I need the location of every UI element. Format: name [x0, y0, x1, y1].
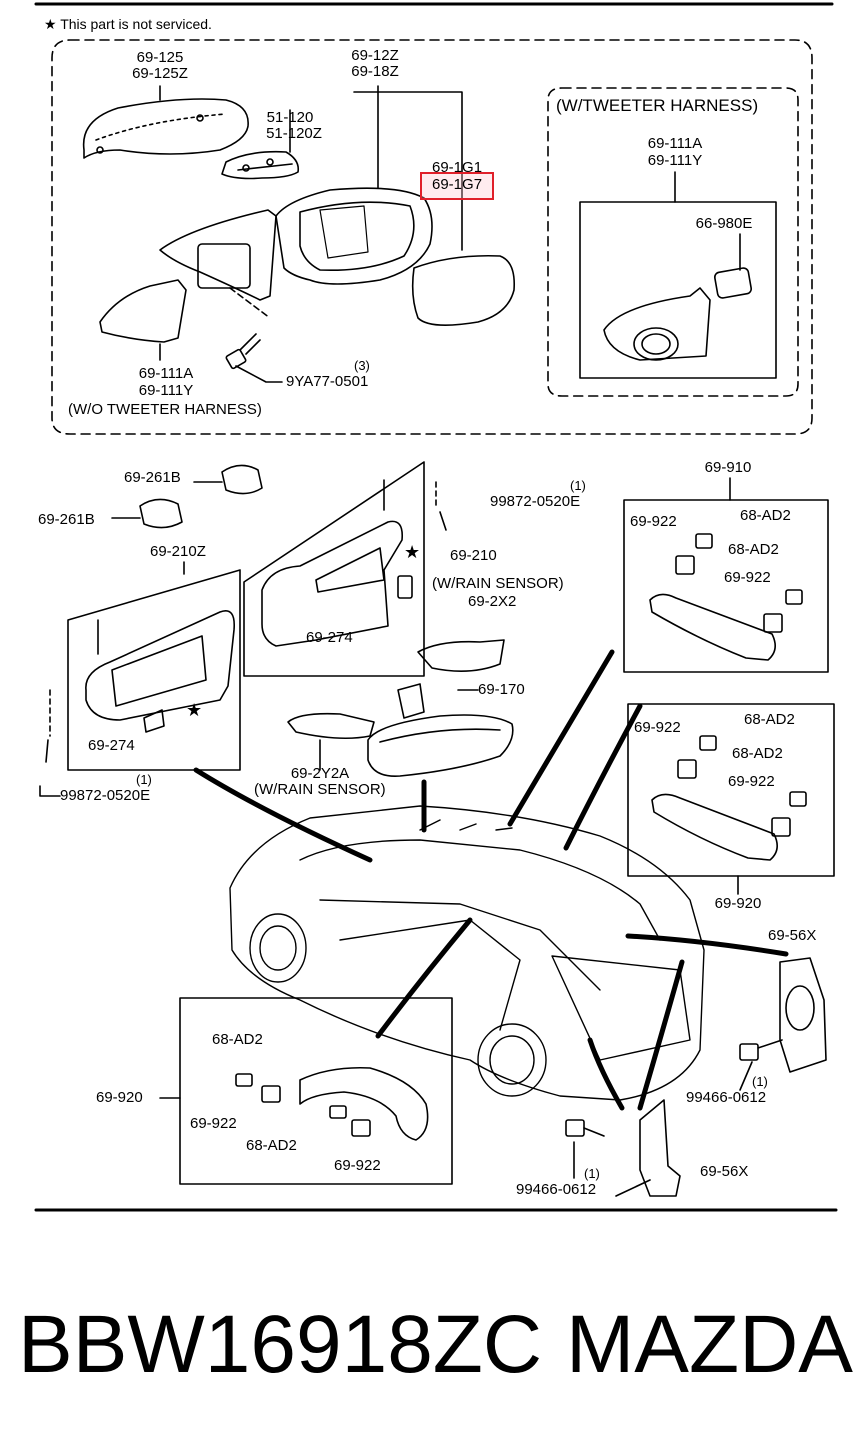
part-number: BBW16918ZC — [18, 1299, 543, 1390]
highlight-box — [420, 172, 494, 200]
label-g3-box: 69-920 — [96, 1089, 143, 1106]
garnish-drawing — [99, 279, 187, 343]
label-motor-a: 51-120 — [266, 109, 314, 126]
label-mirror: 69-170 — [478, 681, 525, 698]
bolt-drawing — [225, 333, 283, 383]
label-g3-922a: 69-922 — [190, 1115, 237, 1132]
tweeter-garnish-drawing — [579, 171, 777, 379]
label-bolt-qty: (3) — [354, 358, 370, 373]
label-garnish-b: 69-111Y — [138, 382, 194, 399]
label-visor-left: 69-210Z — [150, 543, 206, 560]
label-g2-922b: 69-922 — [728, 773, 775, 790]
label-screw-top: 99872-0520E — [490, 493, 581, 510]
label-screw-qty-bot: (1) — [136, 772, 152, 787]
label-g1-922a: 69-922 — [630, 513, 677, 530]
mirror-group-outline — [51, 39, 813, 435]
label-clip-1: 69-261B — [124, 469, 181, 486]
grip-box-front-drawing — [623, 477, 829, 673]
visor-right-drawing — [243, 461, 447, 677]
label-bolt-r-qty: (1) — [752, 1074, 768, 1089]
label-rain-sensor-2: (W/RAIN SENSOR) — [254, 781, 386, 798]
label-g1-ad2a: 68-AD2 — [740, 507, 791, 524]
label-tw-a: 69-111A — [647, 135, 703, 152]
visor-left-drawing — [39, 561, 241, 797]
label-screw-qty-top: (1) — [570, 478, 586, 493]
rearview-mirror-drawing — [287, 639, 514, 777]
label-tweeter: 66-980E — [695, 215, 753, 232]
label-g1-922b: 69-922 — [724, 569, 771, 586]
label-bolt-l-qty: (1) — [584, 1166, 600, 1181]
label-cover-b: 69-125Z — [132, 65, 188, 82]
star-visor-right: ★ — [404, 542, 421, 562]
label-motor-b: 51-120Z — [266, 125, 322, 142]
mirror-glass-drawing — [411, 254, 516, 326]
label-rain-sensor-1: (W/RAIN SENSOR) — [432, 575, 564, 592]
star-visor-left: ★ — [186, 700, 203, 720]
hook-left-drawing — [565, 1099, 681, 1197]
label-body-b: 69-18Z — [351, 63, 399, 80]
grip-box-bottom-drawing — [159, 997, 453, 1185]
label-hook-left: 69-56X — [700, 1163, 749, 1180]
label-bolt-r: 99466-0612 — [686, 1089, 767, 1106]
label-g1-ad2b: 68-AD2 — [728, 541, 779, 558]
label-garnish-a: 69-111A — [138, 365, 194, 382]
label-hook-right: 69-56X — [768, 927, 817, 944]
tweeter-group-outline — [547, 87, 799, 397]
label-screw-bot: 99872-0520E — [60, 787, 151, 804]
label-g3-ad2a: 68-AD2 — [212, 1031, 263, 1048]
label-body-a: 69-12Z — [351, 47, 399, 64]
brand-name: MAZDA — [566, 1299, 853, 1390]
label-glass-b: 69-1G7 — [432, 176, 483, 193]
label-visor-right: 69-210 — [450, 547, 497, 564]
car-drawing — [229, 805, 705, 1101]
visor-clip-drawings — [111, 464, 263, 529]
label-g3-ad2b: 68-AD2 — [246, 1137, 297, 1154]
label-glass-a: 69-1G1 — [432, 159, 483, 176]
label-front-grip: 69-910 — [704, 459, 752, 476]
label-clip-2: 69-261B — [38, 511, 95, 528]
mirror-cover-drawing — [82, 85, 249, 159]
label-cover-2x2: 69-2X2 — [468, 593, 517, 610]
hook-right-drawing — [739, 957, 827, 1091]
label-cover-a: 69-125 — [136, 49, 184, 66]
mirror-body-drawing — [159, 85, 463, 319]
label-vanity-left: 69-274 — [88, 737, 135, 754]
no-tweeter-label: (W/O TWEETER HARNESS) — [68, 401, 262, 418]
tweeter-box-title: (W/TWEETER HARNESS) — [556, 96, 759, 115]
label-cover-2y2a: 69-2Y2A — [290, 765, 350, 782]
label-g2-922a: 69-922 — [634, 719, 681, 736]
label-tw-b: 69-111Y — [647, 152, 703, 169]
mirror-motor-drawing — [221, 109, 300, 180]
label-g2-ad2a: 68-AD2 — [744, 711, 795, 728]
label-g2-ad2b: 68-AD2 — [732, 745, 783, 762]
not-serviced-note: ★ This part is not serviced. — [44, 16, 212, 32]
grip-box-rear-drawing — [627, 703, 835, 895]
label-vanity-right: 69-274 — [306, 629, 353, 646]
leader-lines — [193, 649, 789, 1111]
label-rear-grip: 69-920 — [714, 895, 762, 912]
label-bolt-l: 99466-0612 — [516, 1181, 597, 1198]
label-g3-922b: 69-922 — [334, 1157, 381, 1174]
label-bolt: 9YA77-0501 — [286, 373, 369, 390]
